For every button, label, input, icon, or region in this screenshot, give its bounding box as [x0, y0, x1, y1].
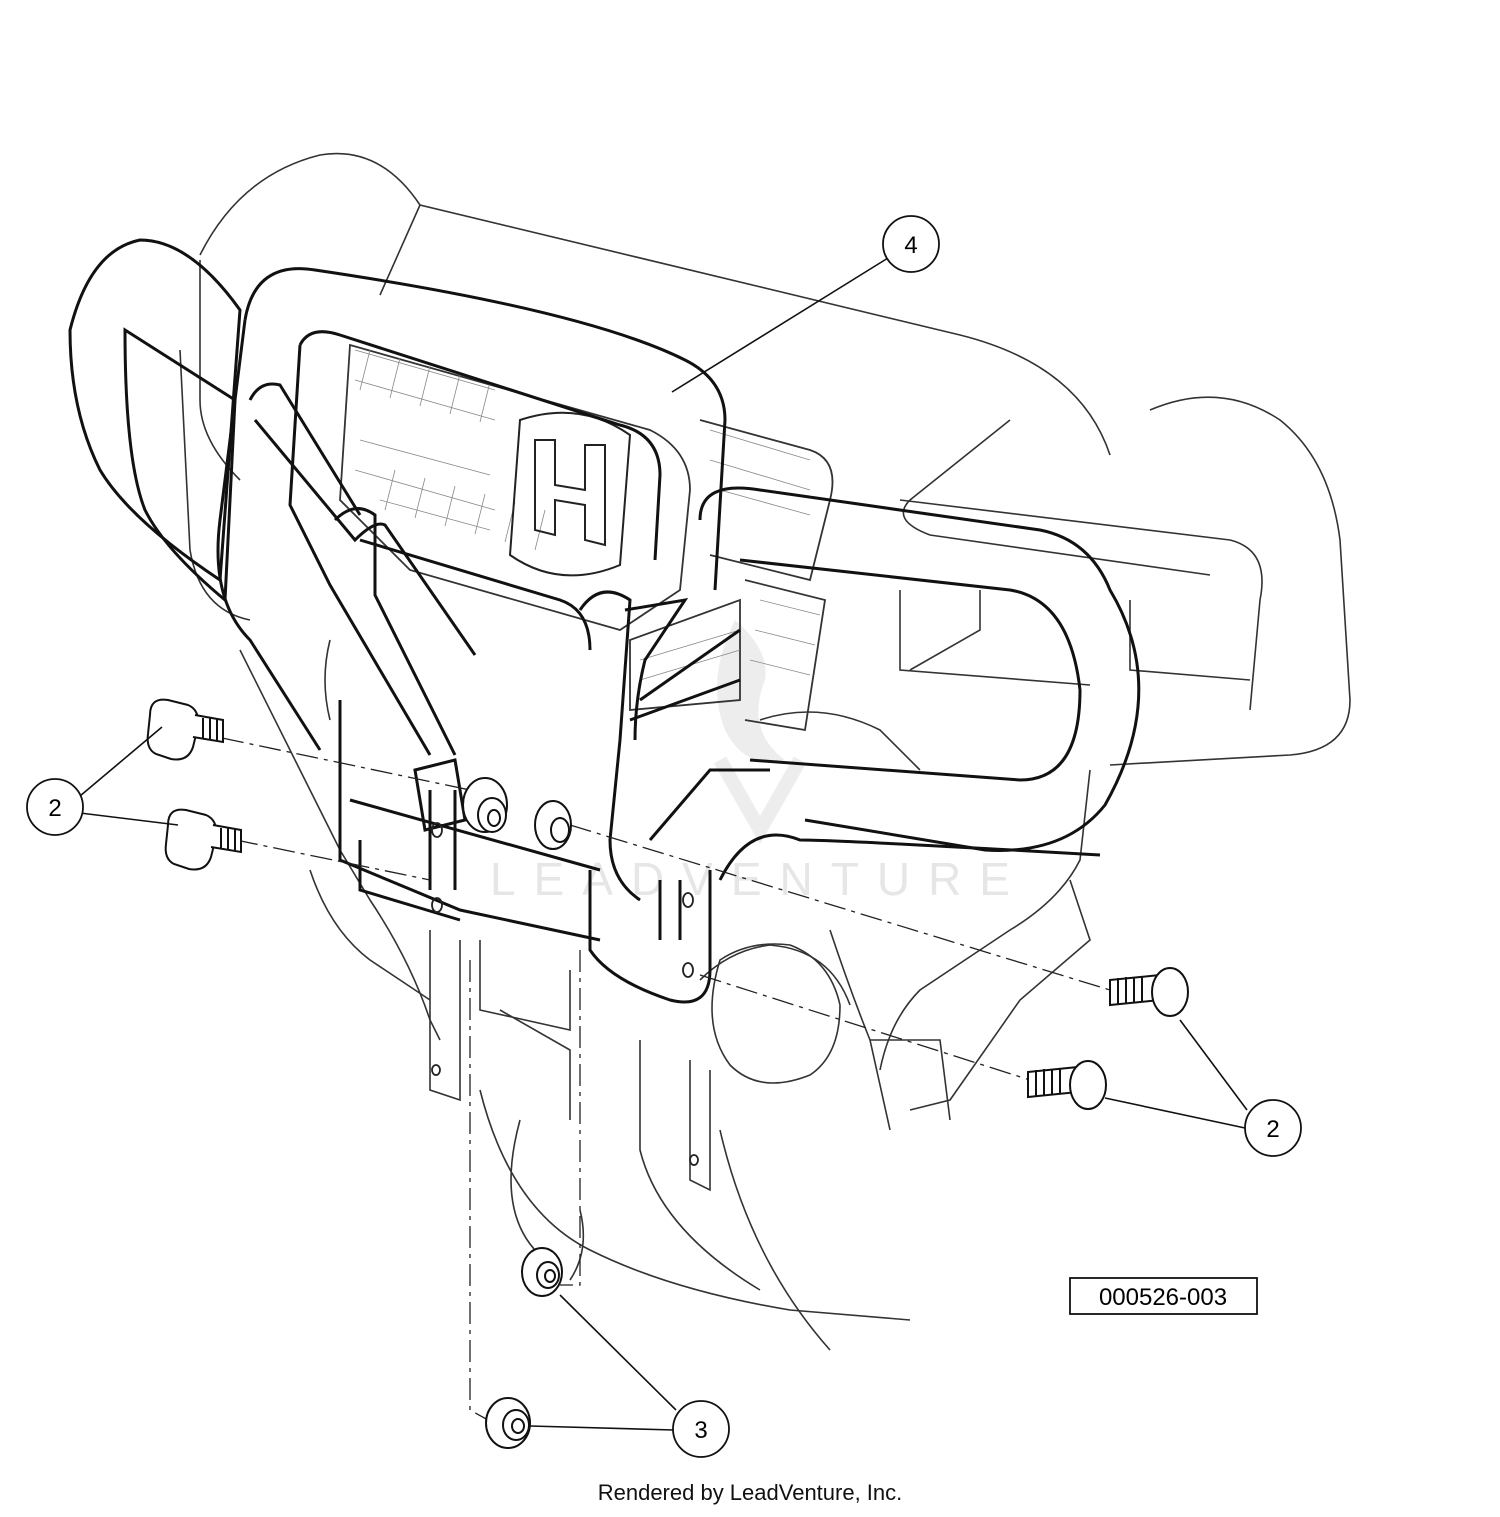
footer-credit: Rendered by LeadVenture, Inc.: [597, 1480, 903, 1505]
bracket-holes: [431, 822, 699, 1166]
watermark-text: LEADVENTURE: [490, 853, 1028, 905]
flange-nut-icon: [521, 1247, 563, 1297]
bolt-icon: [164, 808, 242, 871]
part-number: 000526-003: [1099, 1284, 1227, 1311]
guard-nuts: [462, 777, 572, 850]
svg-text:4: 4: [904, 232, 917, 259]
bolt-icon: [1027, 1060, 1107, 1110]
svg-text:2: 2: [1266, 1116, 1279, 1143]
part-number-box: 000526-003: [1069, 1277, 1258, 1315]
callout-3[interactable]: 3: [672, 1400, 730, 1458]
grill-mesh: [354, 349, 821, 681]
leader-lines: [79, 257, 1248, 1431]
callout-4[interactable]: 4: [882, 215, 940, 273]
svg-text:3: 3: [694, 1417, 707, 1444]
svg-text:2: 2: [48, 795, 61, 822]
bolt-icon: [1109, 967, 1189, 1017]
flange-nut-icon: [485, 1397, 531, 1449]
brand-logo: [508, 411, 632, 577]
callout-2-right[interactable]: 2: [1244, 1099, 1302, 1157]
watermark: LEADVENTURE: [490, 620, 1028, 905]
callout-2-left[interactable]: 2: [26, 778, 84, 836]
assembly-lines: [221, 737, 1111, 1421]
bolt-icon: [146, 698, 224, 761]
brush-guard: [68, 238, 1141, 1004]
